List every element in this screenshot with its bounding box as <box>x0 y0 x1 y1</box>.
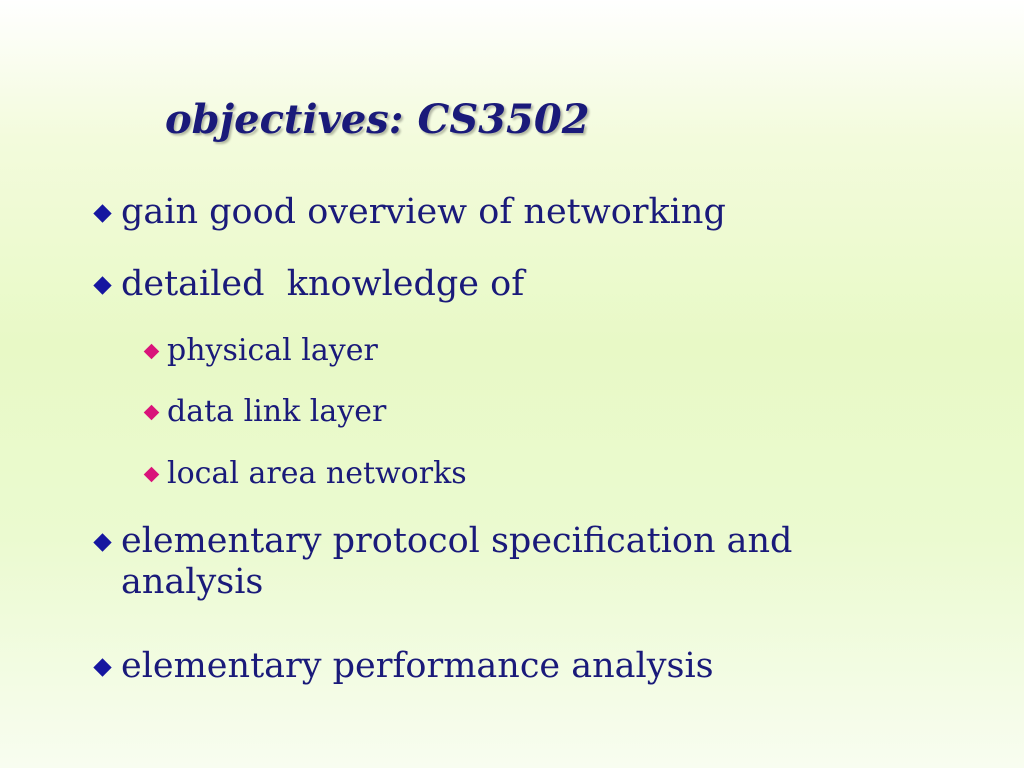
bullet-item: gain good overview of networking <box>92 192 726 233</box>
bullet-item: detailed knowledge of <box>92 264 524 305</box>
bullet-text: elementary performance analysis <box>121 646 714 686</box>
bullet-item: elementary protocol specification and an… <box>92 521 901 604</box>
sub-bullet-item: physical layer <box>143 333 378 369</box>
bullet-item: elementary performance analysis <box>92 646 714 687</box>
sub-bullet-text: local area networks <box>167 456 467 491</box>
diamond-bullet-icon <box>143 343 160 360</box>
diamond-bullet-icon <box>93 658 112 677</box>
diamond-bullet-icon <box>143 466 160 483</box>
diamond-bullet-icon <box>93 204 112 223</box>
diamond-bullet-icon <box>93 533 112 552</box>
slide-title: objectives: CS3502 <box>165 96 590 143</box>
sub-bullet-item: data link layer <box>143 394 386 430</box>
bullet-text: detailed knowledge of <box>121 264 525 304</box>
diamond-bullet-icon <box>143 404 160 421</box>
bullet-text: gain good overview of networking <box>121 192 726 232</box>
bullet-text: elementary protocol specification and an… <box>121 521 793 603</box>
diamond-bullet-icon <box>93 276 112 295</box>
sub-bullet-text: data link layer <box>167 394 387 429</box>
sub-bullet-text: physical layer <box>167 333 378 368</box>
sub-bullet-item: local area networks <box>143 456 467 492</box>
